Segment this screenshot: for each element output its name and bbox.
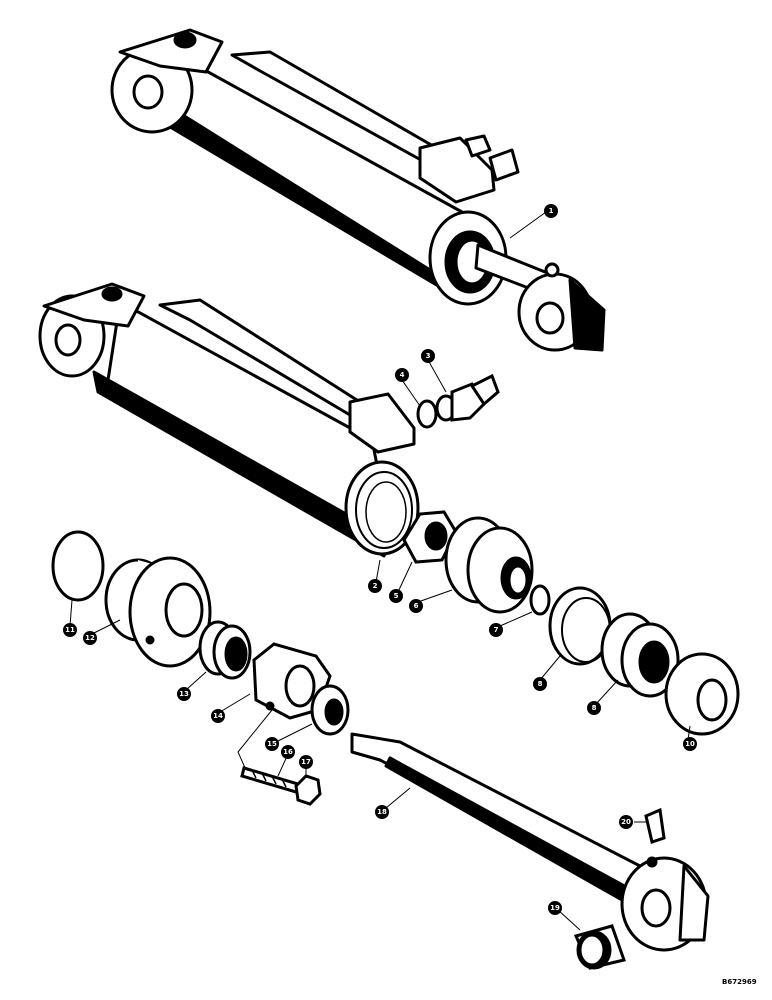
- callout-17: 17: [299, 755, 313, 769]
- callout-6: 6: [409, 599, 423, 613]
- grease-fitting-20: [644, 807, 666, 844]
- callout-2-label: 2: [373, 582, 378, 590]
- cylinder-tube: [38, 282, 420, 558]
- callout-4-label: 4: [400, 371, 405, 379]
- ring-10: [664, 652, 740, 736]
- callout-3: 3: [421, 349, 435, 363]
- callout-8b-label: 8: [592, 704, 597, 712]
- callout-5: 5: [389, 589, 403, 603]
- piston-rod-18: [350, 732, 710, 952]
- callout-15: 15: [265, 737, 279, 751]
- o-ring-7: [529, 584, 551, 616]
- callout-20: 20: [619, 815, 633, 829]
- callout-11: 11: [63, 623, 77, 637]
- callout-13: 13: [177, 687, 191, 701]
- bolt-16: [240, 766, 300, 794]
- callout-7: 7: [489, 623, 503, 637]
- callout-1-label: 1: [549, 207, 554, 215]
- callout-11-label: 11: [65, 626, 75, 634]
- callout-10-label: 10: [685, 740, 695, 748]
- nut-17: [294, 774, 322, 806]
- callout-3-label: 3: [426, 352, 431, 360]
- leader-lines: [69, 211, 691, 931]
- callout-20-label: 20: [621, 818, 631, 826]
- gland-12: [104, 556, 212, 668]
- fitting-3: [435, 373, 500, 422]
- callout-8a: 8: [533, 677, 547, 691]
- callout-4: 4: [395, 368, 409, 382]
- callout-7-label: 7: [494, 626, 499, 634]
- callout-16-label: 16: [283, 748, 293, 756]
- callout-12-label: 12: [85, 634, 95, 642]
- callout-13-label: 13: [179, 690, 189, 698]
- leader-lines-14-16: [237, 709, 273, 771]
- wiper-13: [198, 620, 252, 680]
- piston-6: [444, 516, 534, 614]
- callout-14: 14: [211, 709, 225, 723]
- callout-6-label: 6: [414, 602, 419, 610]
- callout-1: 1: [544, 204, 558, 218]
- callout-15-label: 15: [267, 740, 277, 748]
- callout-12: 12: [83, 631, 97, 645]
- callout-8b: 8: [587, 701, 601, 715]
- bushing-19: [573, 924, 626, 970]
- o-ring-4: [416, 399, 438, 429]
- assembled-cylinder: [110, 28, 606, 352]
- callout-8a-label: 8: [538, 680, 543, 688]
- seal-15: [310, 684, 350, 736]
- figure-id: B672969: [722, 978, 757, 986]
- callout-18-label: 18: [377, 808, 387, 816]
- callout-18: 18: [375, 805, 389, 819]
- callout-19-label: 19: [550, 904, 560, 912]
- callout-2: 2: [368, 579, 382, 593]
- callout-16: 16: [281, 745, 295, 759]
- o-ring-11: [51, 530, 105, 602]
- callout-10: 10: [683, 737, 697, 751]
- callout-19: 19: [548, 901, 562, 915]
- callout-5-label: 5: [394, 592, 399, 600]
- retainer-14: [252, 642, 332, 720]
- callout-14-label: 14: [213, 712, 223, 720]
- callout-17-label: 17: [301, 758, 311, 766]
- packing-9: [600, 612, 680, 698]
